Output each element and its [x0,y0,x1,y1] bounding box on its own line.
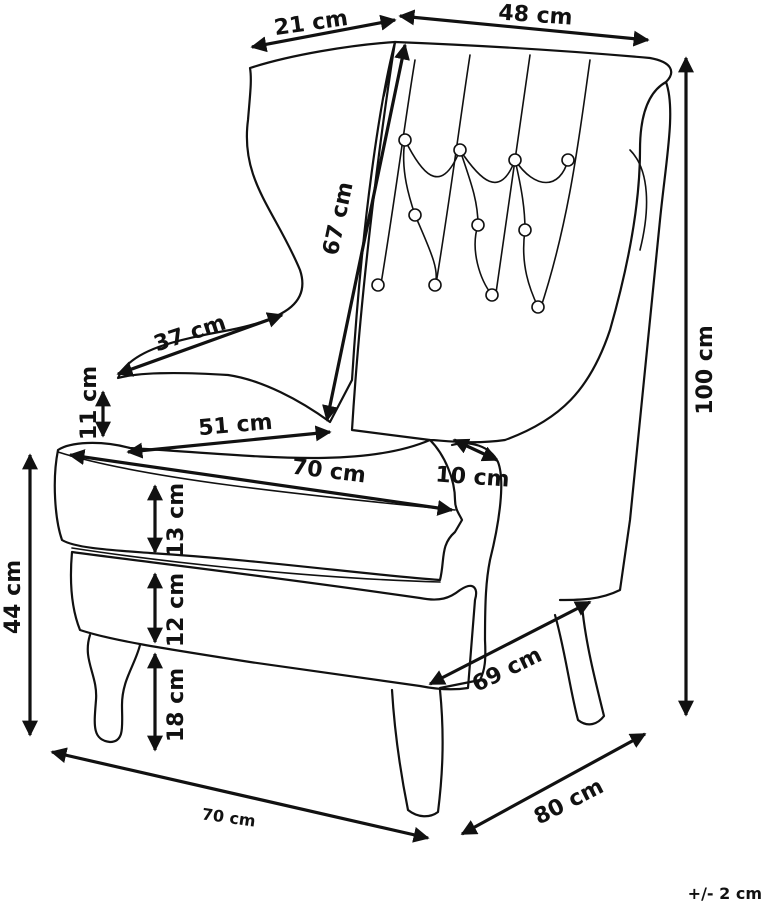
seat-base [69,550,478,691]
back-diamond-e [474,224,493,296]
dim-line-seat-depth [126,425,332,459]
label-base-height: 12 cm [164,573,189,647]
right-arm-roll [629,149,648,251]
dim-line-overall-width [50,747,430,843]
dim-line-wing-depth [250,14,397,53]
tuft-button [508,153,522,167]
tuft-button [408,208,422,222]
label-wing-depth: 21 cm [273,6,350,41]
label-arm-height: 11 cm [77,366,102,440]
right-side [558,80,672,602]
dim-line-arm-length [116,312,284,377]
base-top-edge [71,547,441,583]
dim-line-overall-depth [460,732,647,836]
back-panel [350,40,673,444]
label-overall-width: 70 cm [201,804,257,830]
dim-line-back-height [322,43,410,422]
back-diamond-d [414,214,438,286]
dim-line-back-width [398,9,650,47]
label-seat-width: 70 cm [290,455,367,489]
back-channel-2 [434,54,471,291]
tuft-button [485,288,499,302]
back-diamond-b [459,149,516,184]
dim-line-arm-width [452,438,499,462]
tuft-button [398,133,412,147]
front-right-leg [390,688,444,818]
left-wing [116,40,397,424]
back-diamond-c [514,159,569,184]
tuft-button [371,278,385,292]
label-seat-depth: 51 cm [197,410,273,441]
label-leg-height: 18 cm [164,668,189,742]
back-left-roll [383,41,396,97]
back-diamond-f [522,229,539,308]
back-channel-4 [539,59,591,311]
label-total-height: 100 cm [693,325,718,415]
armchair-drawing [53,40,673,818]
dim-line-front-width [428,600,592,686]
tuft-button [531,300,545,314]
front-left-leg [86,633,142,744]
label-front-width: 69 cm [468,643,546,698]
back-channel-1 [379,59,416,291]
label-overall-depth: 80 cm [530,774,608,830]
label-back-height: 67 cm [319,180,359,258]
tuft-button [561,153,575,167]
tuft-button [518,223,532,237]
tuft-button [453,143,467,157]
label-seat-height: 44 cm [1,560,26,634]
label-arm-width: 10 cm [435,462,511,492]
back-right-leg [553,603,606,726]
label-tolerance: +/- 2 cm [688,884,762,903]
back-diamond-h [459,149,479,226]
label-arm-length: 37 cm [151,310,229,357]
tuft-button [428,278,442,292]
dimension-lines [22,9,694,843]
tuft-button [471,218,485,232]
back-diamond-a [404,139,461,178]
dim-line-seat-width [68,449,454,516]
label-back-width: 48 cm [498,0,574,30]
back-diamond-g [402,139,416,216]
label-cushion-height: 13 cm [164,483,189,557]
